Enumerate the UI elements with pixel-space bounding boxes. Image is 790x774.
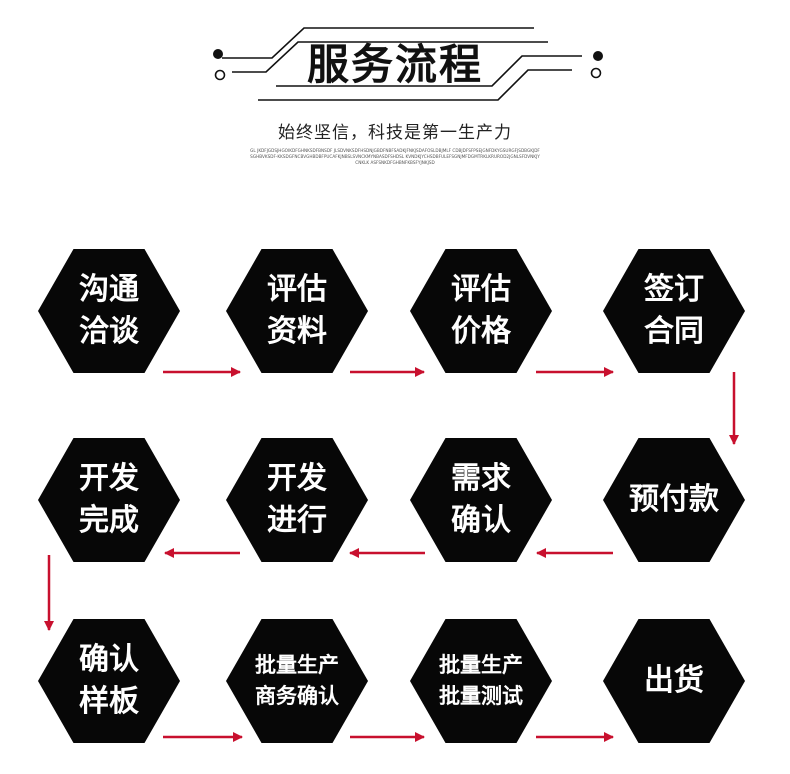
step-label: 批量生产 批量测试 [439,653,523,708]
step-label: 批量生产 商务确认 [255,653,339,708]
step-label: 开发 完成 [79,461,139,538]
step-label: 需求 确认 [451,461,511,538]
step-label: 沟通 洽谈 [79,272,139,349]
step-mass-production-testing: 批量生产 批量测试 [410,619,552,743]
step-label: 评估 价格 [451,272,511,349]
page-title: 服务流程 [306,40,483,89]
step-label: 签订 合同 [644,272,704,349]
step-label: 预付款 [629,482,719,517]
step-sign-contract: 签订 合同 [603,249,745,373]
step-mass-production-business-confirm: 批量生产 商务确认 [226,619,368,743]
step-label: 出货 [644,663,704,698]
step-label: 评估 资料 [267,272,327,349]
decorative-fine-text: GL JKDFJGDSJHGOIKDFGHNKSDFBNSDF JLSDVNKS… [250,148,540,165]
step-label: 确认 样板 [79,642,139,719]
step-shipment: 出货 [603,619,745,743]
step-confirm-sample: 确认 样板 [38,619,180,743]
step-label: 开发 进行 [267,461,327,538]
step-prepayment: 预付款 [603,438,745,562]
step-confirm-requirements: 需求 确认 [410,438,552,562]
page-subtitle: 始终坚信，科技是第一生产力 [278,123,512,143]
title-circuit-decoration [213,27,603,101]
